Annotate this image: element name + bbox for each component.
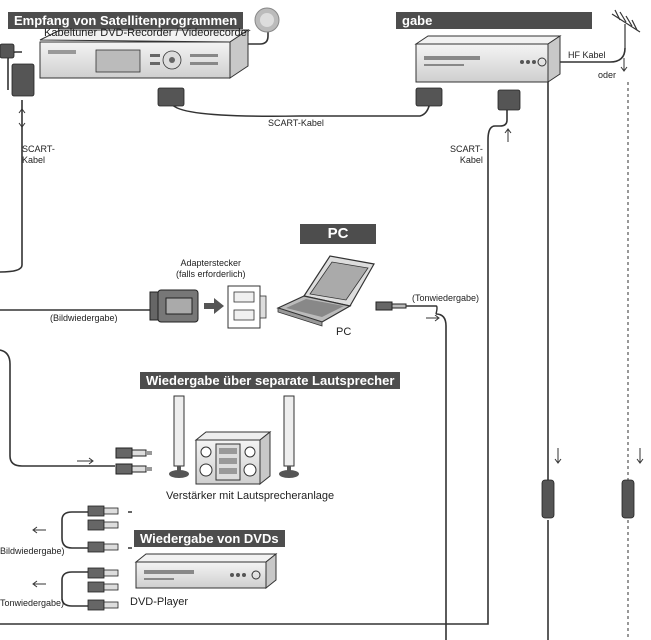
arrow-sound bbox=[426, 314, 440, 322]
arrow-hf bbox=[620, 58, 628, 72]
speaker-cable bbox=[0, 349, 115, 467]
arrow-left-scart bbox=[18, 108, 26, 128]
arrow-dvd-sound bbox=[32, 580, 46, 588]
scart-cable-label: SCART-Kabel bbox=[268, 118, 324, 128]
arrow-vertical-2 bbox=[636, 448, 644, 464]
scart-plug-topleft bbox=[0, 43, 15, 59]
dvd-to-player bbox=[128, 511, 132, 549]
image-playback-dvd-label: Bildwiedergabe) bbox=[0, 546, 65, 556]
right-speaker-icon bbox=[279, 395, 299, 478]
rf-plug-right bbox=[621, 479, 635, 519]
adapter-plug bbox=[227, 285, 267, 329]
rf-plug-left bbox=[541, 479, 555, 519]
scart-cable-left-label: SCART- Kabel bbox=[22, 144, 55, 165]
vga-plug bbox=[149, 289, 199, 323]
laptop-icon bbox=[276, 255, 375, 327]
arrows bbox=[18, 58, 644, 588]
scart-plug-left bbox=[11, 63, 35, 97]
image-playback-label: (Bildwiedergabe) bbox=[50, 313, 118, 323]
dvd-image-cable bbox=[61, 520, 88, 549]
banner-satellite: Empfang von Satellitenprogrammen bbox=[8, 12, 244, 29]
scart-cable-right-label: SCART- Kabel bbox=[450, 144, 483, 165]
left-speaker-icon bbox=[169, 395, 189, 478]
banner-playback-partial: gabe bbox=[396, 12, 592, 29]
rca-tips-dvd bbox=[103, 507, 119, 609]
sat-badge-icon bbox=[254, 7, 280, 33]
arrow-vertical-1 bbox=[554, 448, 562, 464]
scart-plugs bbox=[0, 43, 521, 111]
rca-plugs-speakers bbox=[115, 447, 152, 475]
banner-pc: PC bbox=[300, 224, 376, 244]
dvd-image-cable-2 bbox=[61, 511, 88, 521]
antenna-icon bbox=[611, 9, 641, 48]
amplifier-stereo-icon bbox=[194, 430, 272, 486]
dvd-player-device bbox=[134, 552, 278, 590]
scart-plug-recorder bbox=[157, 87, 185, 107]
right-scart-cable bbox=[0, 108, 508, 625]
dvd-player-caption: DVD-Player bbox=[130, 596, 189, 608]
hf-cable bbox=[560, 47, 626, 63]
sound-cable bbox=[435, 313, 447, 640]
scart-plug-right bbox=[497, 89, 521, 111]
arrow-speaker bbox=[77, 457, 94, 465]
rca-plugs-dvd bbox=[87, 505, 105, 611]
arrow-dvd-image bbox=[32, 526, 46, 534]
hf-cable-label: HF Kabel bbox=[568, 50, 606, 60]
banner-dvds: Wiedergabe von DVDs bbox=[134, 530, 285, 547]
banner-speakers: Wiedergabe über separate Lautsprecher bbox=[140, 372, 401, 389]
rf-plugs bbox=[541, 479, 635, 519]
tv-recorder-device bbox=[414, 35, 562, 83]
recorder-to-badge bbox=[232, 22, 269, 45]
pc-caption: PC bbox=[336, 326, 352, 338]
recorder-caption: Kabeltuner DVD-Recorder / Videorecorder bbox=[44, 27, 251, 39]
left-scart-cable bbox=[0, 100, 23, 273]
adapter-arrow bbox=[204, 298, 224, 314]
sound-playback-label: (Tonwiedergabe) bbox=[412, 293, 480, 303]
arrow-right-scart bbox=[504, 128, 512, 142]
sound-playback-dvd-label: Tonwiedergabe) bbox=[0, 598, 65, 608]
recorder-device bbox=[39, 29, 250, 79]
scart-plug-tv bbox=[415, 87, 443, 107]
cables bbox=[0, 22, 626, 640]
adapter-label: Adapterstecker (falls erforderlich) bbox=[176, 258, 246, 279]
oder-label: oder bbox=[598, 70, 617, 80]
scart-cable-line bbox=[171, 101, 431, 118]
dvd-sound-cable bbox=[61, 580, 88, 607]
dvd-sound-cable-2 bbox=[61, 571, 88, 581]
audio-plug bbox=[375, 301, 438, 315]
amplifier-caption: Verstärker mit Lautsprecheranlage bbox=[166, 490, 335, 502]
